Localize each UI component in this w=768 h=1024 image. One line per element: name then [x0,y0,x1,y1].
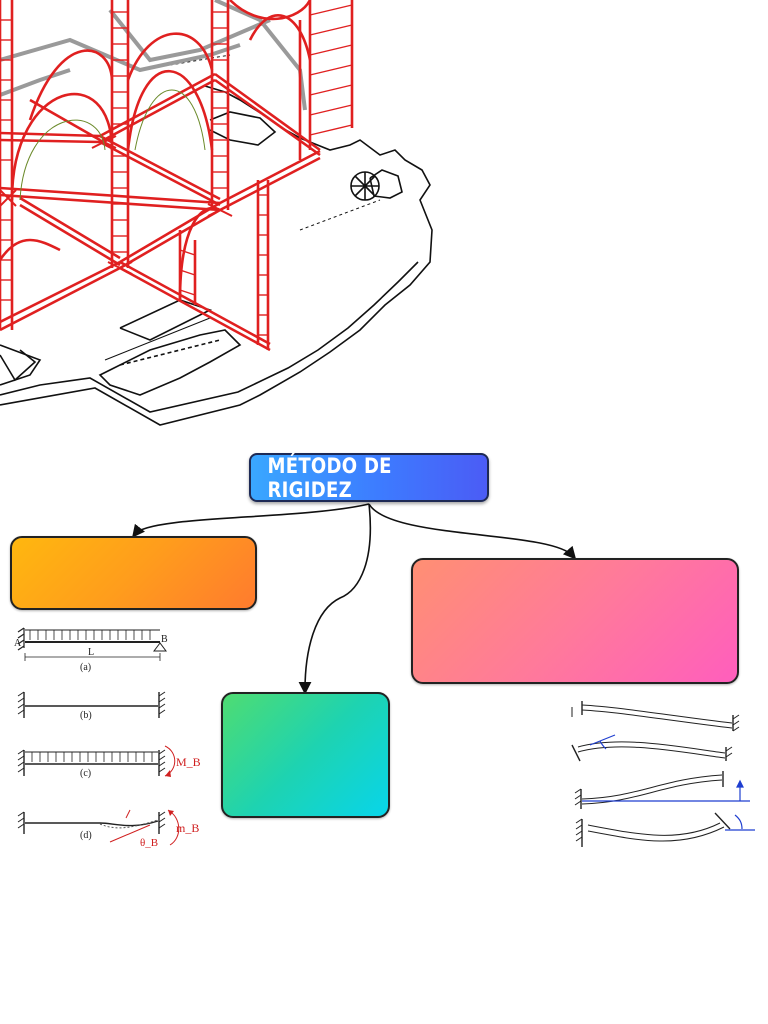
concept-box-orange [10,536,257,610]
concept-box-pink [411,558,739,684]
label-b-node: B [161,634,168,645]
label-moment-mb: M_B [176,755,201,769]
pin-support-icon [153,642,167,652]
label-rotation: θ_B [140,837,158,849]
label-fig-d: (d) [80,830,92,841]
beam-figures: A B L (a) (b) M_B [14,627,201,849]
fixed-support-icon [17,627,25,651]
arrow-to-left-box [132,503,370,538]
label-a-node: A [14,638,22,649]
title-text: MÉTODO DE RIGIDEZ [267,453,392,502]
label-fig-c: (c) [80,768,91,779]
label-fig-b: (b) [80,710,92,721]
beam-figure-a [24,629,167,661]
label-span: L [88,647,94,658]
label-fig-a: (a) [80,662,91,673]
beam-figure-b [17,691,166,718]
deflected-beam-icon [17,809,180,846]
arrow-to-center-box [298,503,372,695]
arrow-to-right-box [368,503,577,560]
label-moment-small-mb: m_B [176,821,199,835]
beam-figure-c [17,745,176,777]
cathedral-frame-illustration [0,0,433,426]
concept-box-teal [221,692,390,818]
deformed-beams-figure [571,701,755,847]
title-box: MÉTODO DE RIGIDEZ [249,453,489,502]
